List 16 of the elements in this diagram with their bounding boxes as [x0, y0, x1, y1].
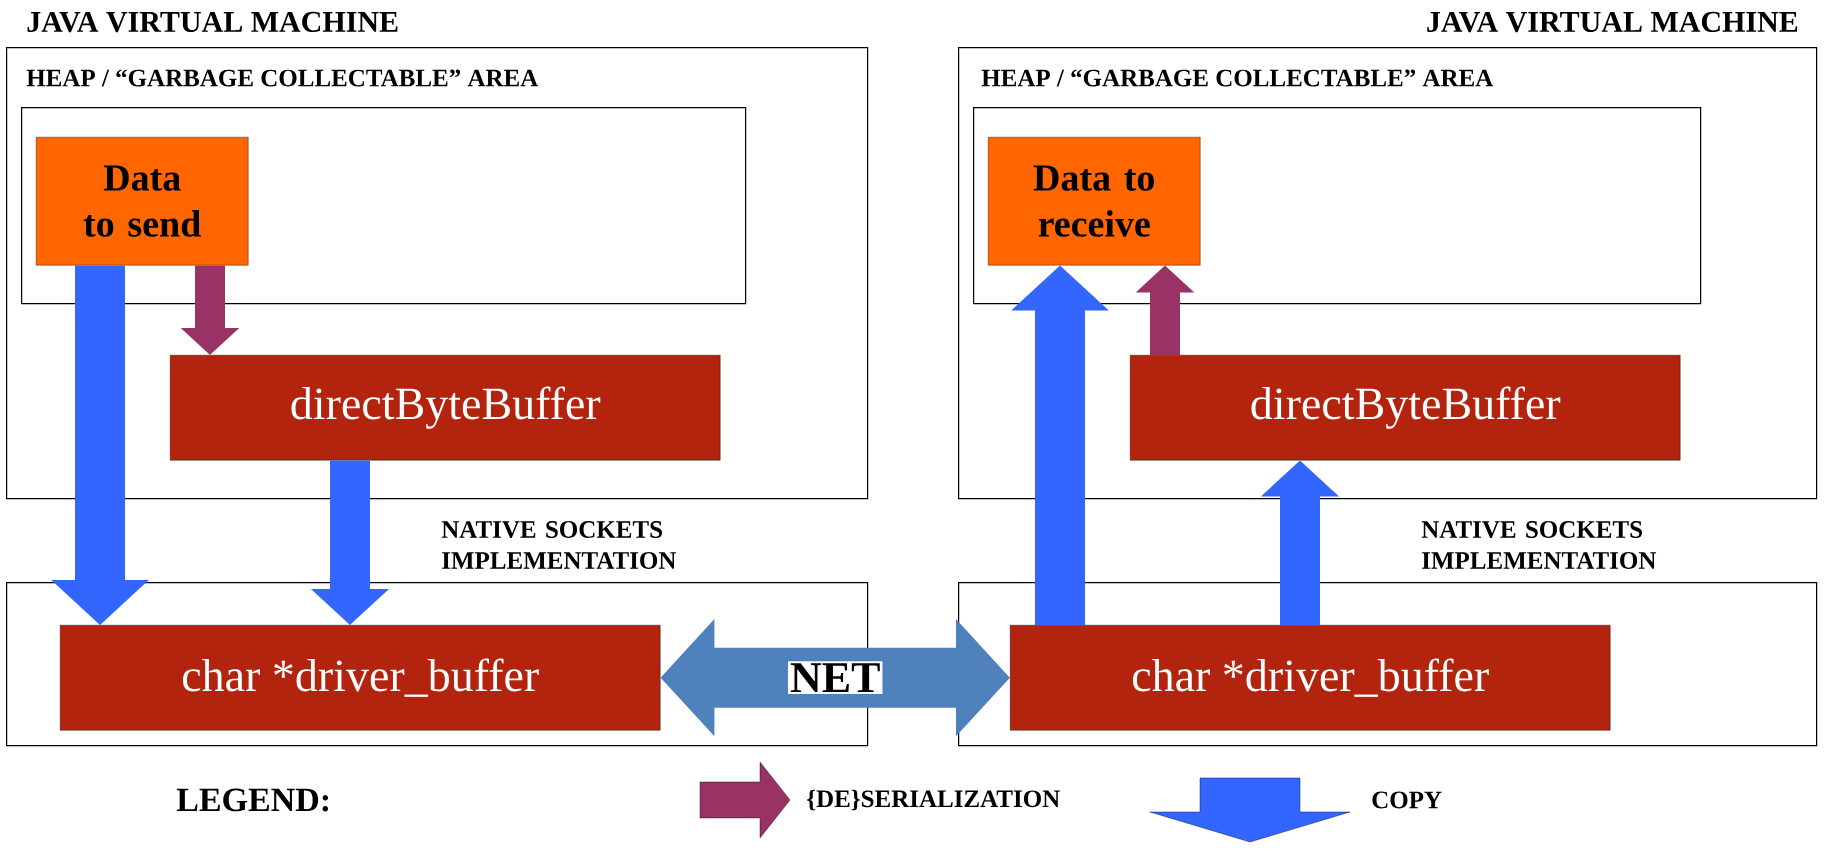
node-label: NATIVE SOCKETS IMPLEMENTATION [1421, 521, 1657, 569]
buffer-box: directByteBuffer [170, 355, 721, 461]
data-box: Data to send [36, 137, 249, 266]
edge-label: NET [788, 661, 883, 695]
legend-label: COPY [1372, 791, 1442, 809]
node-label: JAVA VIRTUAL MACHINE [1427, 11, 1798, 33]
node-label: JAVA VIRTUAL MACHINE [27, 11, 398, 33]
buffer-box: char *driver_buffer [60, 625, 661, 731]
legend-label: {DE}SERIALIZATION [807, 789, 1060, 811]
node-label: HEAP / “GARBAGE COLLECTABLE” AREA [981, 69, 1494, 87]
buffer-box: char *driver_buffer [1010, 625, 1611, 731]
node-label: NATIVE SOCKETS IMPLEMENTATION [441, 521, 677, 569]
data-box: Data to receive [988, 137, 1201, 266]
node-label: HEAP / “GARBAGE COLLECTABLE” AREA [26, 69, 539, 87]
legend-heading: LEGEND: [176, 788, 329, 812]
buffer-box: directByteBuffer [1130, 355, 1681, 461]
